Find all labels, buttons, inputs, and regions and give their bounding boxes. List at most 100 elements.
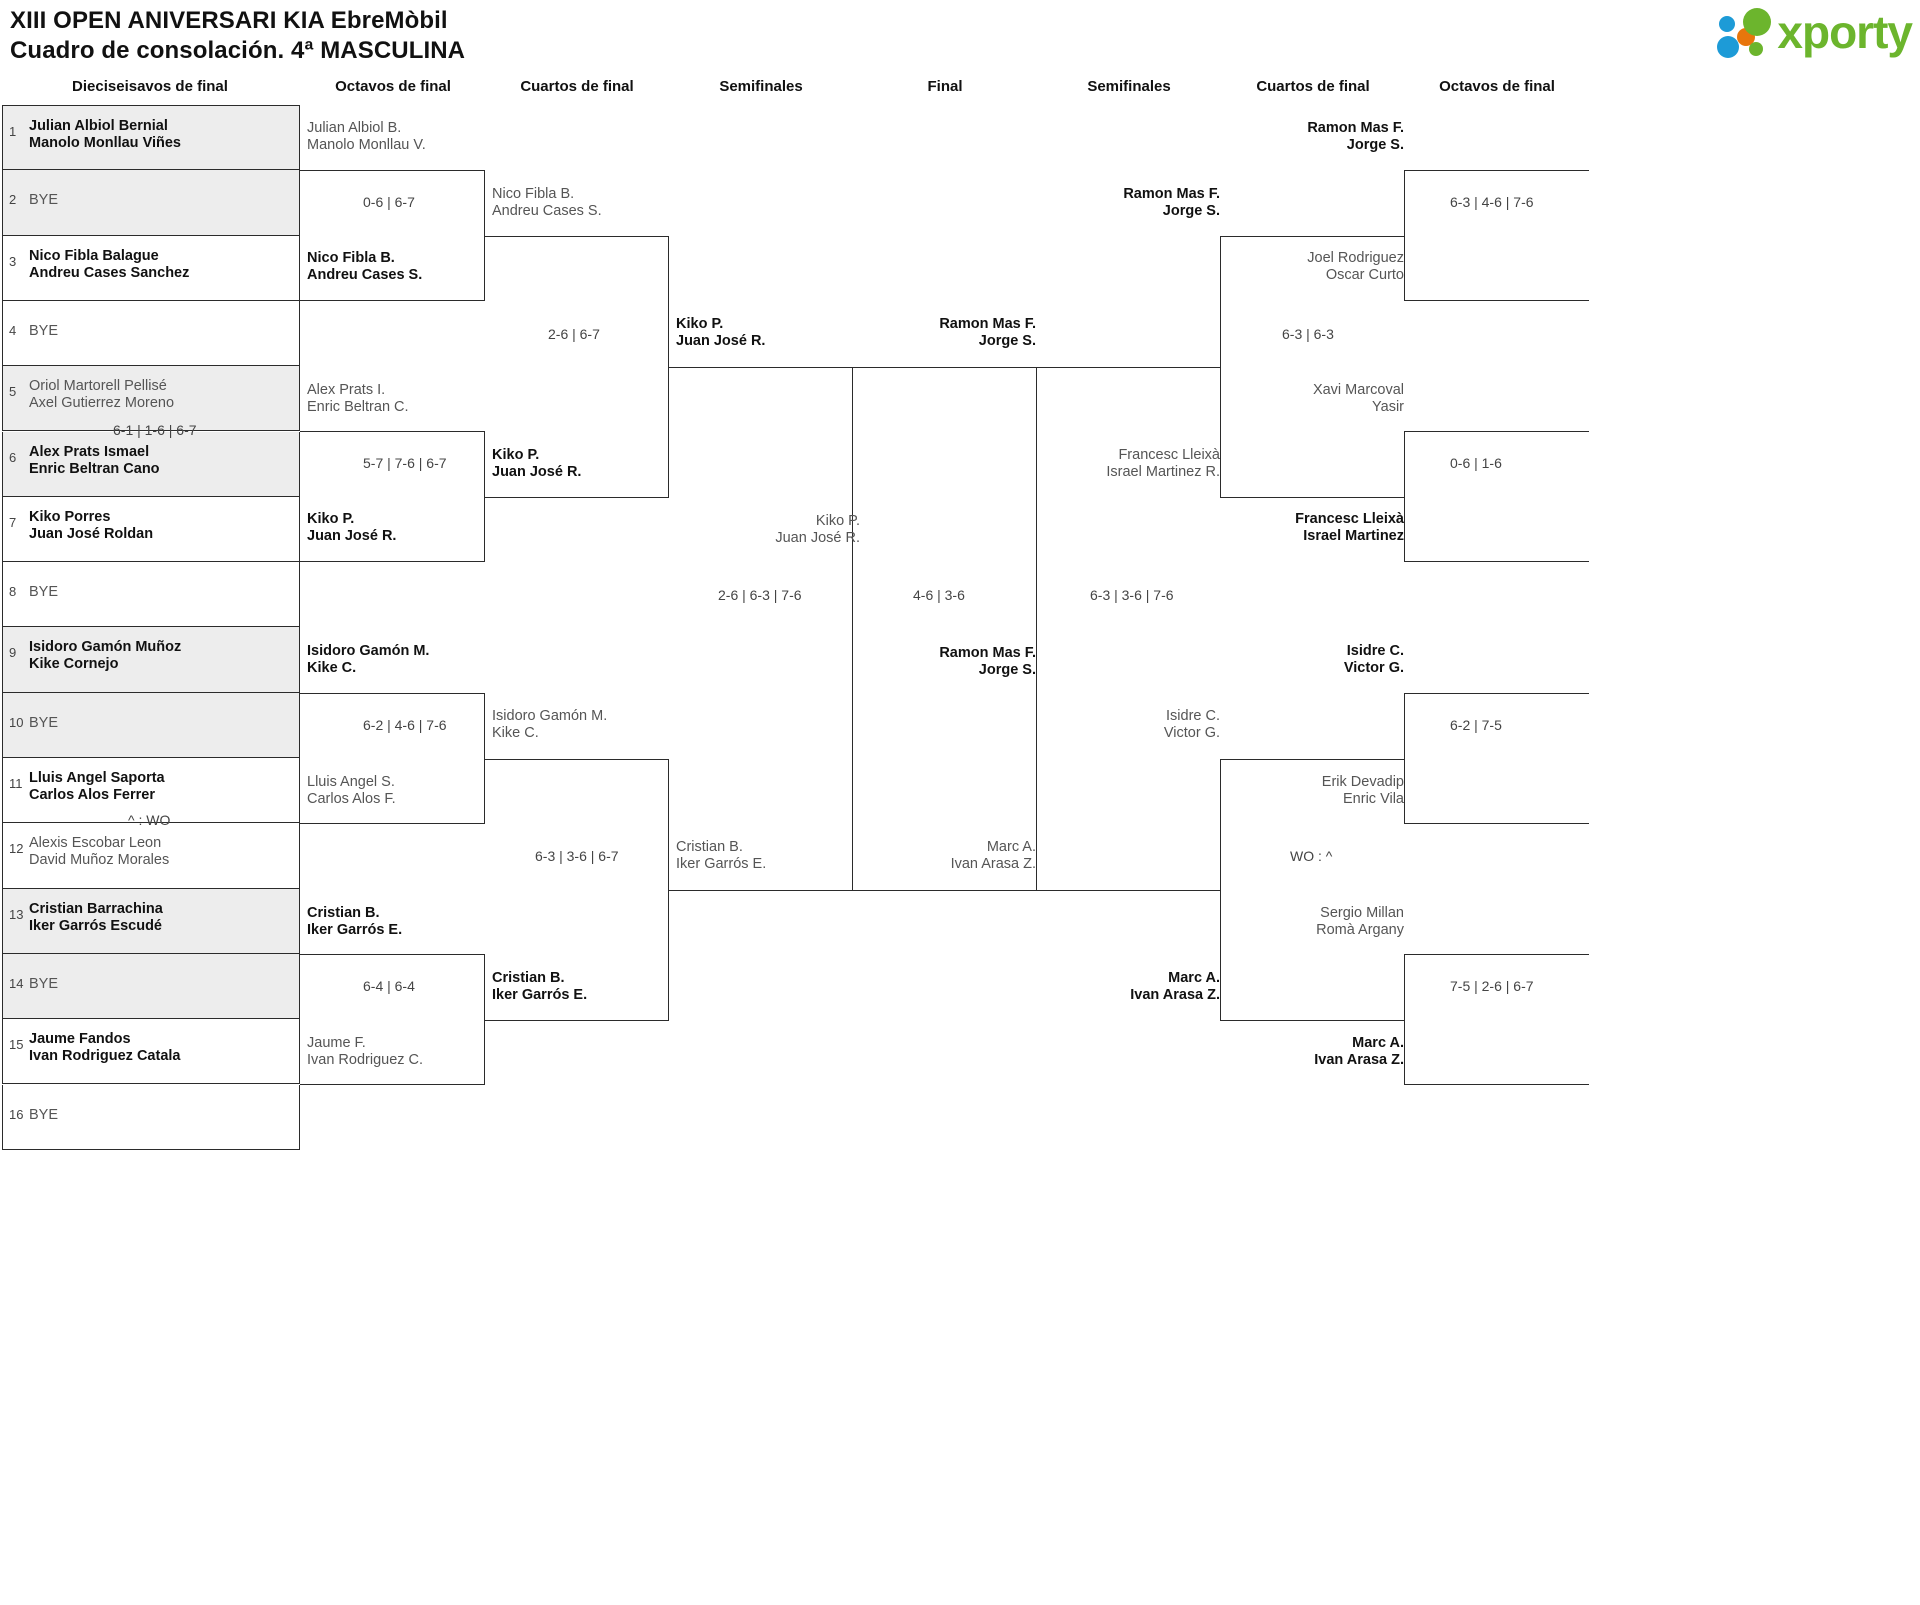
player-line-2: Andreu Cases S. bbox=[492, 203, 602, 219]
match-player-entry[interactable]: Ramon Mas F.Jorge S. bbox=[960, 186, 1220, 220]
seed-row[interactable]: 16 BYE bbox=[2, 1084, 300, 1150]
player-line-1: Nico Fibla B. bbox=[307, 250, 395, 266]
match-score: 0-6 | 6-7 bbox=[363, 194, 415, 210]
match-player-entry[interactable]: Ramon Mas F.Jorge S. bbox=[776, 316, 1036, 350]
bracket-connector bbox=[300, 170, 485, 301]
match-player-entry[interactable]: Kiko P.Juan José R. bbox=[676, 316, 765, 350]
match-score: 0-6 | 1-6 bbox=[1450, 455, 1502, 471]
match-player-entry[interactable]: Marc A.Ivan Arasa Z. bbox=[1144, 1035, 1404, 1069]
match-player-entry[interactable]: Julian Albiol B.Manolo Monllau V. bbox=[307, 120, 426, 154]
player-line-2: Jorge S. bbox=[978, 333, 1036, 349]
match-player-entry[interactable]: Isidoro Gamón M.Kike C. bbox=[307, 643, 429, 677]
match-player-entry[interactable]: Ramon Mas F.Jorge S. bbox=[1144, 120, 1404, 154]
seed-row[interactable]: 10 BYE bbox=[2, 692, 300, 758]
seed-number: 6 bbox=[9, 449, 17, 465]
player-line-1: Erik Devadip bbox=[1321, 774, 1404, 790]
match-player-entry[interactable]: Ramon Mas F.Jorge S. bbox=[776, 645, 1036, 679]
player-line-2: Jorge S. bbox=[1162, 203, 1220, 219]
player-line-2: Yasir bbox=[1372, 399, 1404, 415]
match-player-entry[interactable]: Cristian B.Iker Garrós E. bbox=[492, 970, 587, 1004]
match-score: 6-3 | 4-6 | 7-6 bbox=[1450, 194, 1534, 210]
match-player-entry[interactable]: Marc A.Ivan Arasa Z. bbox=[776, 839, 1036, 873]
seed-number: 14 bbox=[9, 975, 24, 991]
match-player-entry[interactable]: Kiko P.Juan José R. bbox=[600, 513, 860, 547]
xporty-dots-icon bbox=[1717, 6, 1775, 58]
match-score: 6-1 | 1-6 | 6-7 bbox=[113, 422, 197, 438]
match-score: 6-2 | 7-5 bbox=[1450, 717, 1502, 733]
match-player-entry[interactable]: Marc A.Ivan Arasa Z. bbox=[960, 970, 1220, 1004]
match-score: 4-6 | 3-6 bbox=[913, 587, 965, 603]
seed-row[interactable]: 14 BYE bbox=[2, 953, 300, 1020]
player-line-1: Isidre C. bbox=[1346, 643, 1404, 659]
player-line-2: Ivan Arasa Z. bbox=[1314, 1052, 1404, 1068]
match-player-entry[interactable]: Alex Prats I.Enric Beltran C. bbox=[307, 382, 409, 416]
player-line-1: Jaume F. bbox=[307, 1035, 366, 1051]
player-line-1: Ramon Mas F. bbox=[939, 316, 1036, 332]
seed-number: 5 bbox=[9, 384, 17, 400]
round-header-0: Dieciseisavos de final bbox=[72, 78, 228, 95]
player-line-2: Israel Martinez bbox=[1303, 528, 1404, 544]
player-line-2: Iker Garrós E. bbox=[492, 987, 588, 1003]
match-player-entry[interactable]: Isidre C.Victor G. bbox=[960, 708, 1220, 742]
match-player-entry[interactable]: Cristian B.Iker Garrós E. bbox=[676, 839, 766, 873]
player-line-1: Ramon Mas F. bbox=[1123, 186, 1220, 202]
seed-number: 7 bbox=[9, 514, 17, 530]
bye-label: BYE bbox=[29, 714, 59, 731]
player-line-2: Jorge S. bbox=[1346, 137, 1404, 153]
seed-number: 16 bbox=[9, 1106, 24, 1122]
player-line-2: Enric Beltran C. bbox=[307, 399, 409, 415]
xporty-wordmark: xporty bbox=[1777, 6, 1913, 58]
match-player-entry[interactable]: Jaume F.Ivan Rodriguez C. bbox=[307, 1035, 423, 1069]
match-player-entry[interactable]: Kiko P.Juan José R. bbox=[307, 511, 396, 545]
match-score: 6-3 | 3-6 | 6-7 bbox=[535, 848, 619, 864]
player-line-1: Kiko P. bbox=[492, 447, 540, 463]
round-header-3: Semifinales bbox=[719, 78, 803, 95]
player-line-2: Oscar Curto bbox=[1325, 267, 1404, 283]
round-header-7: Octavos de final bbox=[1439, 78, 1555, 95]
seed-number: 3 bbox=[9, 253, 17, 269]
seed-number: 10 bbox=[9, 714, 24, 730]
player-line-2: Iker Garrós E. bbox=[307, 922, 403, 938]
player-line-2: Kike C. bbox=[307, 660, 357, 676]
bracket-connector bbox=[300, 954, 485, 1085]
match-player-entry[interactable]: Nico Fibla B.Andreu Cases S. bbox=[492, 186, 602, 220]
match-player-entry[interactable]: Cristian B.Iker Garrós E. bbox=[307, 905, 402, 939]
match-player-entry[interactable]: Isidre C.Victor G. bbox=[1144, 643, 1404, 677]
player-line-1: Marc A. bbox=[1352, 1035, 1404, 1051]
match-player-entry[interactable]: Isidoro Gamón M.Kike C. bbox=[492, 708, 607, 742]
match-player-entry[interactable]: Kiko P.Juan José R. bbox=[492, 447, 581, 481]
match-player-entry[interactable]: Nico Fibla B.Andreu Cases S. bbox=[307, 250, 422, 284]
bye-label: BYE bbox=[29, 584, 59, 601]
match-player-entry[interactable]: Lluis Angel S.Carlos Alos F. bbox=[307, 774, 396, 808]
bye-label: BYE bbox=[29, 975, 59, 992]
player-line-2: Romà Argany bbox=[1316, 922, 1404, 938]
match-score: 2-6 | 6-3 | 7-6 bbox=[718, 587, 802, 603]
bye-label: BYE bbox=[29, 1106, 59, 1123]
player-line-1: Francesc Lleixà bbox=[1295, 511, 1404, 527]
player-line-2: Ivan Arasa Z. bbox=[950, 856, 1036, 872]
player-line-1: Lluis Angel S. bbox=[307, 774, 395, 790]
